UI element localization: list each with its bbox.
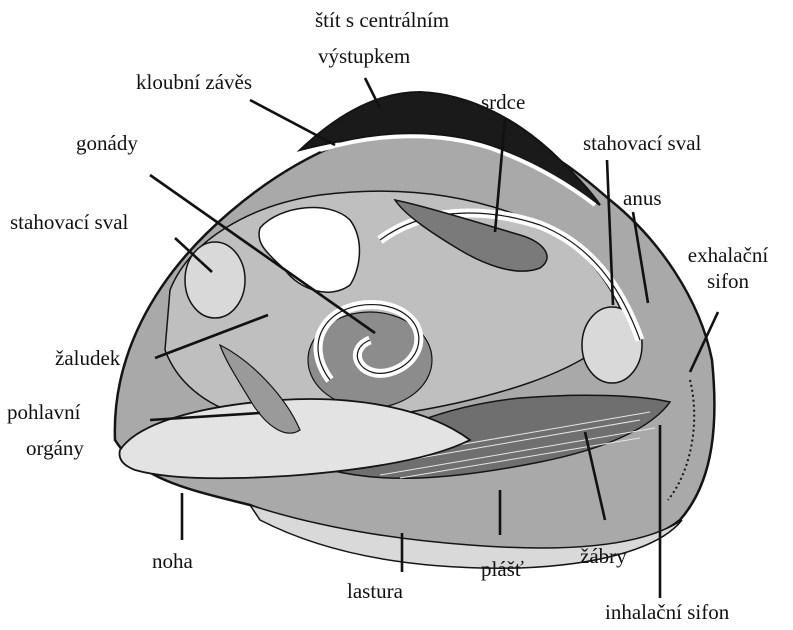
label-hinge: kloubní závěs <box>136 70 252 95</box>
leader-hinge <box>250 100 335 145</box>
left-adductor-muscle <box>185 242 245 318</box>
label-exhalant-line2: sifon <box>674 269 782 294</box>
label-anus: anus <box>623 186 662 211</box>
label-gills: žábry <box>580 544 627 569</box>
label-gonads: gonády <box>76 131 138 156</box>
label-foot: noha <box>152 549 193 574</box>
label-heart: srdce <box>481 90 525 115</box>
label-mantle: plášť <box>481 557 524 582</box>
label-exhalant-line1: exhalační <box>674 243 782 268</box>
label-muscle-right: stahovací sval <box>583 131 701 156</box>
label-inhalant: inhalační sifon <box>605 600 729 625</box>
label-shell: lastura <box>347 579 403 604</box>
label-shield-line2: výstupkem <box>318 44 410 69</box>
label-shield-line1: štít s centrálním <box>315 8 449 33</box>
label-stomach: žaludek <box>55 346 120 371</box>
label-muscle-left: stahovací sval <box>10 210 128 235</box>
label-reproductive-line2: orgány <box>26 436 84 461</box>
label-reproductive-line1: pohlavní <box>7 400 81 425</box>
